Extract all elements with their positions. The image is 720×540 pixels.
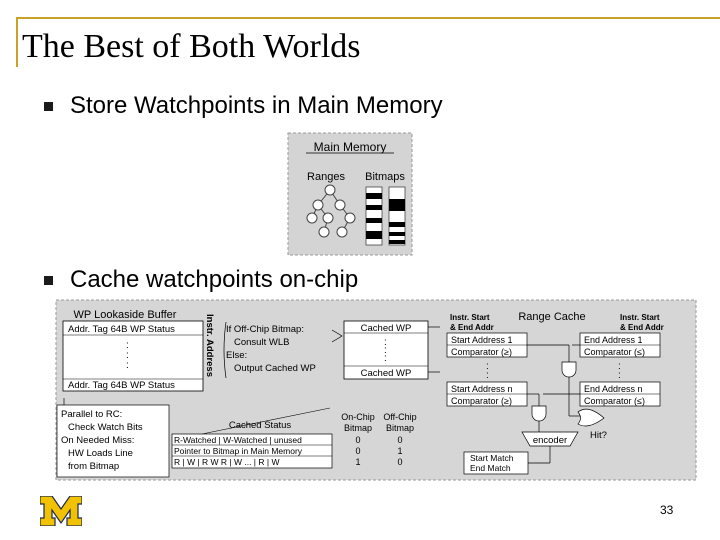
status-onchip-value: 0 (355, 435, 360, 445)
status-offchip-value: 0 (397, 457, 402, 467)
svg-text::: : (384, 345, 387, 356)
wlb-ellipsis: : (126, 350, 129, 361)
bullet-marker (44, 102, 53, 111)
title-frame-left-rule (16, 17, 18, 67)
svg-text::: : (618, 370, 621, 381)
ranges-label: Ranges (307, 171, 345, 183)
cached-wp-table: Cached WP Cached WP : : : (343, 320, 440, 380)
svg-text::: : (384, 353, 387, 364)
svg-text:Bitmap: Bitmap (344, 423, 372, 433)
svg-text:& End Addr: & End Addr (620, 323, 664, 332)
wp-lookaside-buffer: WP Lookaside Buffer Addr. Tag 64B WP Sta… (62, 309, 215, 392)
bullet-text: Store Watchpoints in Main Memory (70, 92, 443, 119)
svg-text:If Off-Chip Bitmap:: If Off-Chip Bitmap: (226, 324, 304, 335)
svg-text:End Address 1: End Address 1 (584, 335, 643, 345)
svg-text:Bitmap: Bitmap (386, 423, 414, 433)
svg-text:Start Address n: Start Address n (451, 384, 513, 394)
status-onchip-value: 0 (355, 446, 360, 456)
range-cache-title: Range Cache (518, 311, 585, 323)
svg-text:Start Address 1: Start Address 1 (451, 335, 513, 345)
instr-address-label: Instr. Address (204, 314, 215, 377)
ranges-tree-icon (306, 184, 356, 238)
svg-text::: : (618, 361, 621, 372)
svg-text:Off-Chip: Off-Chip (383, 412, 416, 422)
svg-text:Comparator (≥): Comparator (≥) (451, 347, 512, 357)
svg-text:Output Cached WP: Output Cached WP (234, 363, 316, 374)
svg-text:Parallel to RC:: Parallel to RC: (61, 409, 122, 420)
svg-text:Consult WLB: Consult WLB (234, 337, 289, 348)
svg-text:Instr. Start: Instr. Start (450, 313, 490, 322)
svg-text:HW Loads Line: HW Loads Line (68, 448, 133, 459)
svg-text:On-Chip: On-Chip (341, 412, 375, 422)
status-offchip-value: 1 (397, 446, 402, 456)
svg-text:Instr. Start: Instr. Start (620, 313, 660, 322)
svg-text::: : (486, 370, 489, 381)
page-number: 33 (660, 503, 674, 517)
slide-title: The Best of Both Worlds (22, 28, 361, 65)
wlb-row: Addr. Tag 64B WP Status (68, 324, 175, 335)
svg-text::: : (486, 361, 489, 372)
cached-status-table: Cached Status On-Chip Bitmap Off-Chip Bi… (171, 407, 417, 469)
and-gate-icon (561, 361, 577, 378)
svg-text:& End Addr: & End Addr (450, 323, 494, 332)
or-gate-icon (577, 408, 605, 427)
main-memory-title: Main Memory (314, 140, 387, 154)
svg-text:Comparator (≤): Comparator (≤) (584, 347, 645, 357)
and-gate-icon (531, 405, 547, 422)
svg-text:Comparator (≤): Comparator (≤) (584, 396, 645, 406)
svg-text:Check Watch Bits: Check Watch Bits (68, 422, 143, 433)
svg-text:encoder: encoder (533, 435, 567, 446)
title-frame-top-rule (16, 17, 720, 19)
svg-text:Comparator (≥): Comparator (≥) (451, 396, 512, 406)
wlb-ellipsis: : (126, 360, 129, 371)
wlb-logic-note: If Off-Chip Bitmap: Consult WLB Else: Ou… (223, 321, 343, 379)
cached-status-header: Cached Status (229, 420, 292, 431)
bitmaps-icon (365, 186, 406, 246)
parallel-rc-note: Parallel to RC: Check Watch Bits On Need… (56, 398, 170, 478)
status-onchip-value: 1 (355, 457, 360, 467)
svg-text:Cached WP: Cached WP (361, 368, 412, 379)
svg-text:On Needed Miss:: On Needed Miss: (61, 435, 134, 446)
encoder-block (521, 431, 579, 447)
svg-text:from Bitmap: from Bitmap (68, 461, 119, 472)
status-row-label: R-Watched | W-Watched | unused (174, 435, 302, 445)
bitmaps-label: Bitmaps (365, 171, 405, 183)
status-row-label: Pointer to Bitmap in Main Memory (174, 446, 303, 456)
svg-text:Cached WP: Cached WP (361, 323, 412, 334)
wlb-title: WP Lookaside Buffer (74, 309, 177, 321)
svg-text:End Address n: End Address n (584, 384, 643, 394)
university-logo-icon (40, 496, 82, 526)
bullet-marker (44, 276, 53, 285)
svg-text:Else:: Else: (226, 350, 247, 361)
range-cache: Range Cache Instr. Start & End Addr Inst… (446, 311, 664, 475)
status-offchip-value: 0 (397, 435, 402, 445)
wlb-ellipsis: : (126, 340, 129, 351)
bullet-text: Cache watchpoints on-chip (70, 266, 359, 293)
svg-text:Hit?: Hit? (590, 430, 607, 441)
svg-text:Start Match: Start Match (470, 453, 514, 463)
svg-text::: : (384, 337, 387, 348)
svg-text:End Match: End Match (470, 463, 511, 473)
wlb-row: Addr. Tag 64B WP Status (68, 380, 175, 391)
status-row-label: R | W | R W R | W ... | R | W (174, 457, 279, 467)
